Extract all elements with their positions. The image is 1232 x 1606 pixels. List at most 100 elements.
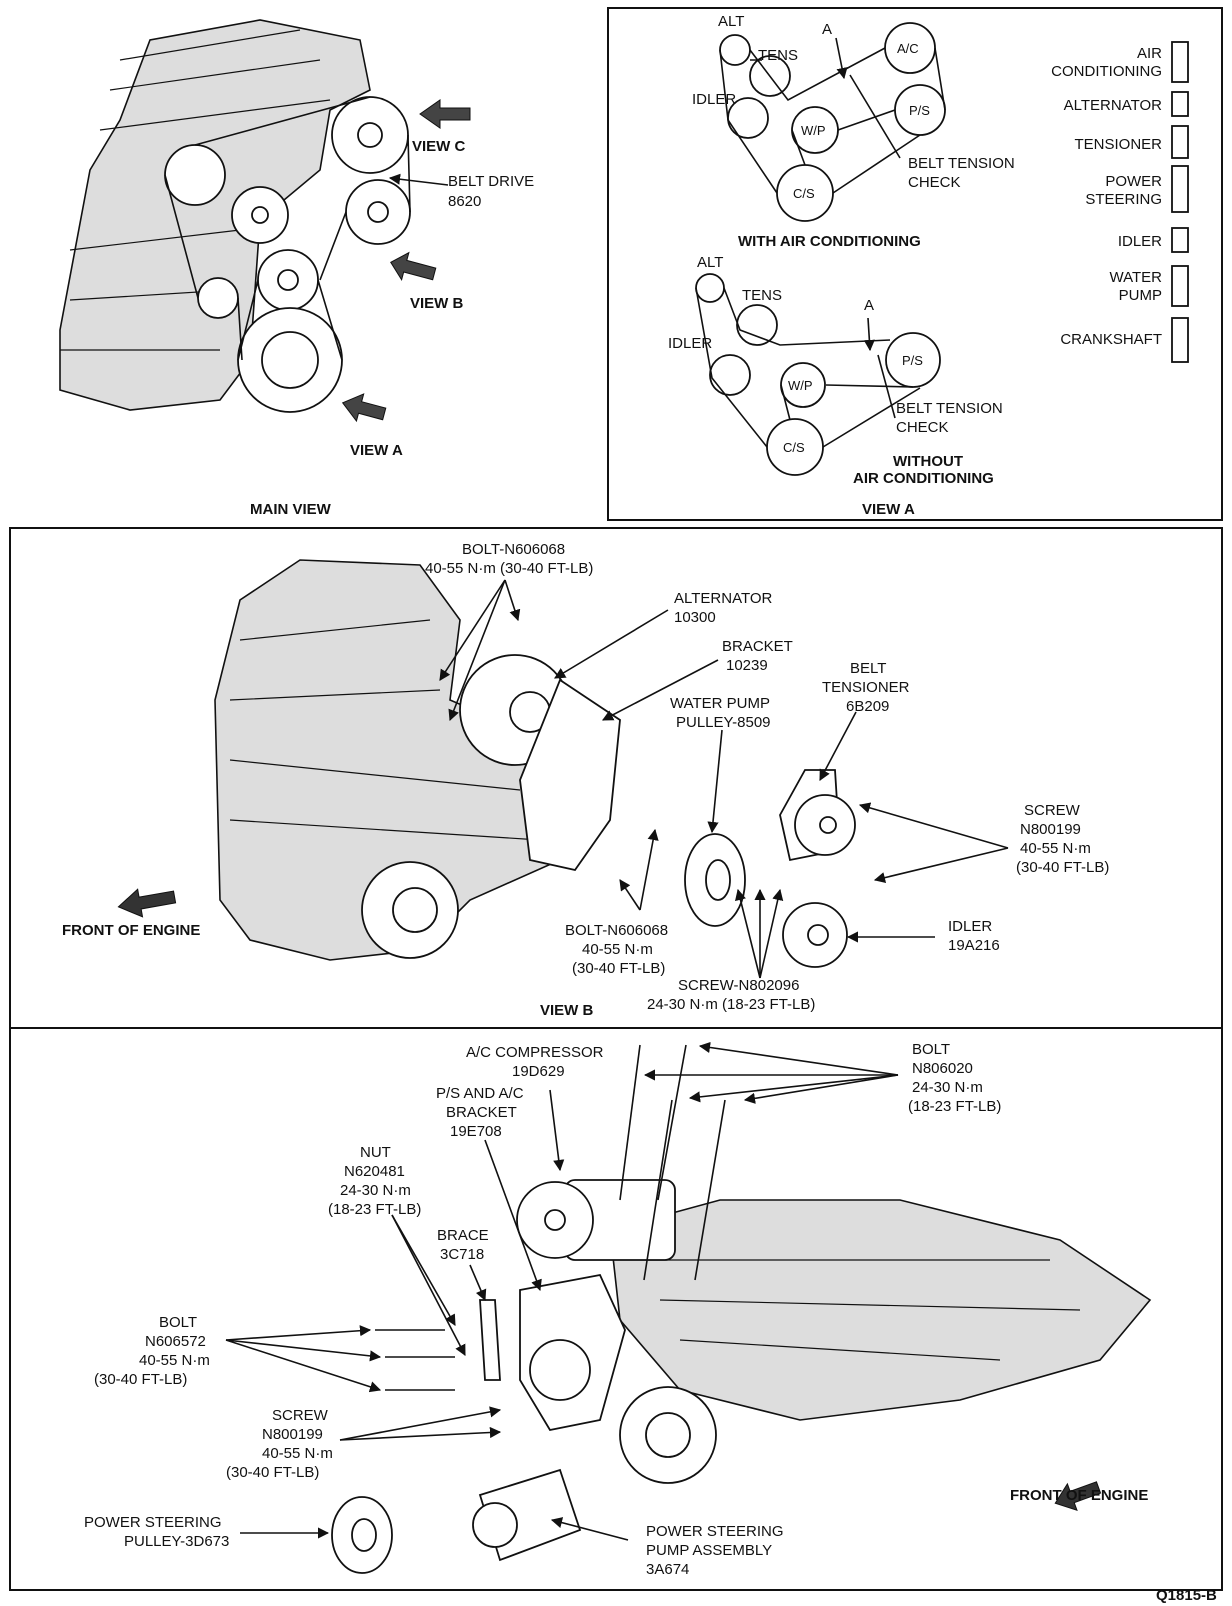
with-ac-check-1: BELT TENSION <box>908 155 1015 172</box>
with-ac-alt: ALT <box>718 13 744 30</box>
view-c: A/C COMPRESSOR 19D629 P/S AND A/C BRACKE… <box>84 1041 1152 1578</box>
without-ac-idler: IDLER <box>668 335 712 352</box>
vc-ps-pump-1: POWER STEERING <box>646 1523 784 1540</box>
vc-ps-bracket-3: 19E708 <box>450 1123 502 1140</box>
vb-bracket-1: BRACKET <box>722 638 793 655</box>
vc-ac-comp-2: 19D629 <box>512 1063 565 1080</box>
vb-screw-2: N800199 <box>1020 821 1081 838</box>
vb-screw-1: SCREW <box>1024 802 1081 819</box>
without-ac-cs: C/S <box>783 440 805 455</box>
legend-crankshaft: CRANKSHAFT <box>1060 331 1162 348</box>
vc-ps-bracket-2: BRACKET <box>446 1104 517 1121</box>
with-ac-check-2: CHECK <box>908 174 961 191</box>
vb-idler-1: IDLER <box>948 918 992 935</box>
with-ac-caption: WITH AIR CONDITIONING <box>738 233 921 250</box>
vc-screw-3: 40-55 N·m <box>262 1445 333 1462</box>
main-view: VIEW C BELT DRIVE 8620 VIEW B VIEW A MAI… <box>59 19 534 518</box>
without-ac-check-2: CHECK <box>896 419 949 436</box>
view-a-title: VIEW A <box>862 501 915 518</box>
vb-bolt-bot-3: (30-40 FT-LB) <box>572 960 665 977</box>
legend-alternator: ALTERNATOR <box>1064 97 1163 114</box>
with-ac-ac: A/C <box>897 41 919 56</box>
vc-ps-bracket-1: P/S AND A/C <box>436 1085 524 1102</box>
without-ac-tens: TENS <box>742 287 782 304</box>
without-ac-ps: P/S <box>902 353 923 368</box>
vb-wp-pulley-1: WATER PUMP <box>670 695 770 712</box>
vc-bolt-r-2: N806020 <box>912 1060 973 1077</box>
vb-bolt-top-1: BOLT-N606068 <box>462 541 565 558</box>
vb-tensioner-1: BELT <box>850 660 886 677</box>
vb-bolt-top-2: 40-55 N·m (30-40 FT-LB) <box>425 560 593 577</box>
legend-ps-1: POWER <box>1105 173 1162 190</box>
vc-ps-pump-3: 3A674 <box>646 1561 689 1578</box>
vb-alternator-1: ALTERNATOR <box>674 590 773 607</box>
vb-front-of-engine: FRONT OF ENGINE <box>62 922 200 939</box>
view-a-label: VIEW A <box>350 442 403 459</box>
vc-nut-4: (18-23 FT-LB) <box>328 1201 421 1218</box>
vc-screw-1: SCREW <box>272 1407 329 1424</box>
vb-idler-2: 19A216 <box>948 937 1000 954</box>
with-ac-tens: TENS <box>758 47 798 64</box>
vc-bolt-l-1: BOLT <box>159 1314 197 1331</box>
vc-bolt-l-4: (30-40 FT-LB) <box>94 1371 187 1388</box>
figure-id: Q1815-B <box>1156 1587 1217 1604</box>
legend-idler: IDLER <box>1118 233 1162 250</box>
vc-bolt-l-2: N606572 <box>145 1333 206 1350</box>
vb-screw-4: (30-40 FT-LB) <box>1016 859 1109 876</box>
legend-wp-2: PUMP <box>1119 287 1162 304</box>
view-a-frame <box>607 7 1223 521</box>
vc-ps-pulley-1: POWER STEERING <box>84 1514 222 1531</box>
vc-ac-comp-1: A/C COMPRESSOR <box>466 1044 604 1061</box>
without-ac-wp: W/P <box>788 378 813 393</box>
view-a: ALT TENS IDLER A/C P/S W/P C/S A BELT TE… <box>668 13 1189 518</box>
without-ac-caption-1: WITHOUT <box>893 453 963 470</box>
without-ac-diagram: ALT TENS IDLER P/S W/P C/S A BELT TENSIO… <box>668 254 1003 487</box>
with-ac-wp: W/P <box>801 123 826 138</box>
view-b: BOLT-N606068 40-55 N·m (30-40 FT-LB) ALT… <box>62 541 1109 1019</box>
vc-bolt-l-3: 40-55 N·m <box>139 1352 210 1369</box>
vc-nut-1: NUT <box>360 1144 391 1161</box>
vc-screw-4: (30-40 FT-LB) <box>226 1464 319 1481</box>
belt-drive-number: 8620 <box>448 193 481 210</box>
vc-ps-pulley-2: PULLEY-3D673 <box>124 1533 229 1550</box>
vb-wp-pulley-2: PULLEY-8509 <box>676 714 771 731</box>
without-ac-alt: ALT <box>697 254 723 271</box>
with-ac-cs: C/S <box>793 186 815 201</box>
vc-nut-3: 24-30 N·m <box>340 1182 411 1199</box>
vc-brace-1: BRACE <box>437 1227 489 1244</box>
with-ac-idler: IDLER <box>692 91 736 108</box>
main-view-title: MAIN VIEW <box>250 501 332 518</box>
vb-tensioner-2: TENSIONER <box>822 679 910 696</box>
vc-bolt-r-1: BOLT <box>912 1041 950 1058</box>
vb-screw-3: 40-55 N·m <box>1020 840 1091 857</box>
belt-drive-label: BELT DRIVE <box>448 173 534 190</box>
with-ac-marker: A <box>822 21 832 38</box>
vc-front-of-engine: FRONT OF ENGINE <box>1010 1487 1148 1504</box>
with-ac-ps: P/S <box>909 103 930 118</box>
with-ac-diagram: ALT TENS IDLER A/C P/S W/P C/S A BELT TE… <box>692 13 1015 250</box>
view-c-label: VIEW C <box>412 138 466 155</box>
legend-tensioner: TENSIONER <box>1074 136 1162 153</box>
vb-screw-b-1: SCREW-N802096 <box>678 977 799 994</box>
legend-wp-1: WATER <box>1110 269 1163 286</box>
legend-ps-2: STEERING <box>1085 191 1162 208</box>
vc-ps-pump-2: PUMP ASSEMBLY <box>646 1542 772 1559</box>
vc-screw-2: N800199 <box>262 1426 323 1443</box>
view-c-frame <box>9 1027 1223 1591</box>
vc-nut-2: N620481 <box>344 1163 405 1180</box>
without-ac-marker: A <box>864 297 874 314</box>
view-b-title: VIEW B <box>540 1002 594 1019</box>
vb-tensioner-3: 6B209 <box>846 698 889 715</box>
vc-bolt-r-3: 24-30 N·m <box>912 1079 983 1096</box>
legend: AIR CONDITIONING ALTERNATOR TENSIONER PO… <box>1051 41 1189 363</box>
without-ac-caption-2: AIR CONDITIONING <box>853 470 994 487</box>
vb-bracket-2: 10239 <box>726 657 768 674</box>
vc-bolt-r-4: (18-23 FT-LB) <box>908 1098 1001 1115</box>
vb-bolt-bot-2: 40-55 N·m <box>582 941 653 958</box>
vb-bolt-bot-1: BOLT-N606068 <box>565 922 668 939</box>
vc-brace-2: 3C718 <box>440 1246 484 1263</box>
view-b-label: VIEW B <box>410 295 464 312</box>
vb-alternator-2: 10300 <box>674 609 716 626</box>
vb-screw-b-2: 24-30 N·m (18-23 FT-LB) <box>647 996 815 1013</box>
